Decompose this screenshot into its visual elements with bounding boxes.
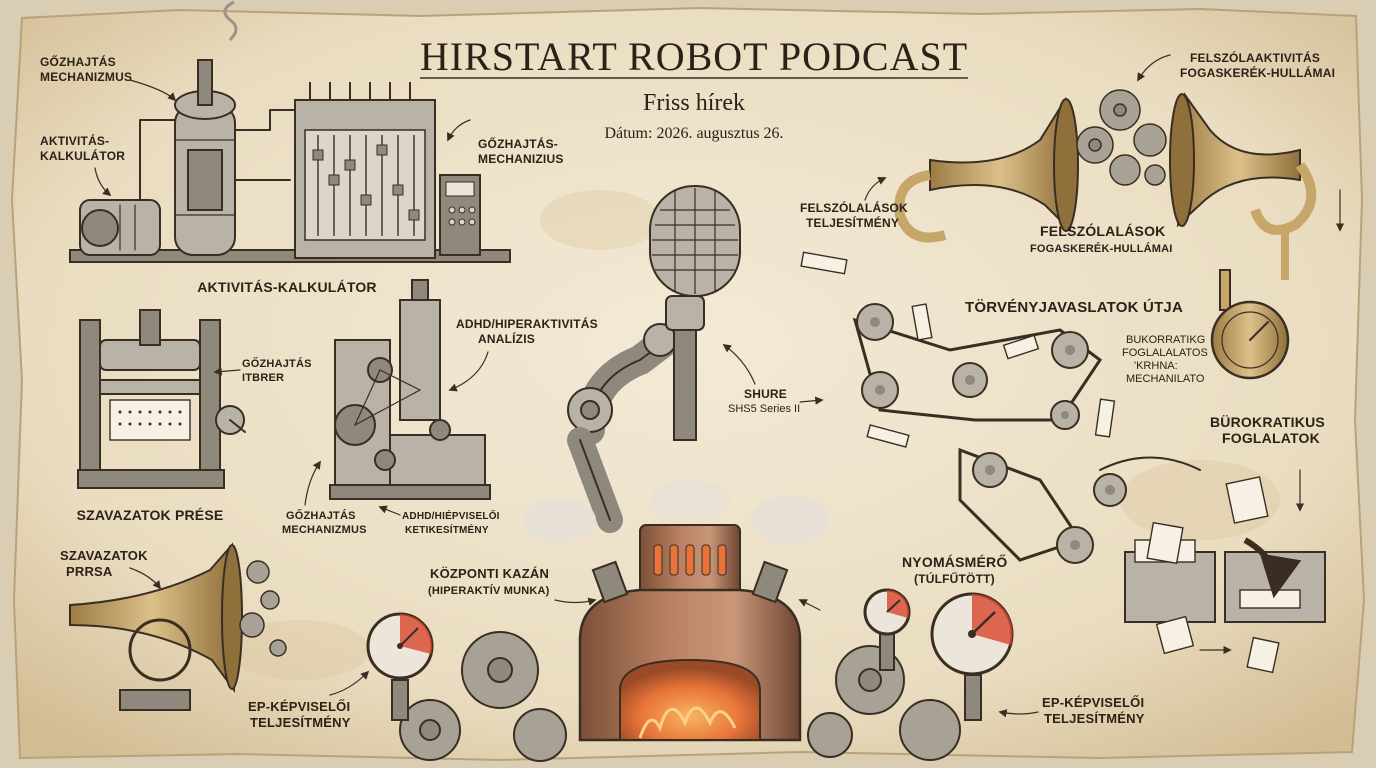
label-steam-mechanism-bl: GŐZHAJTÁS MECHANIZMUS — [282, 509, 367, 536]
conveyor-belt-icon — [852, 303, 1127, 564]
gear-icon — [399, 631, 961, 762]
label-mep-perf-left: EP-KÉPVISELŐI TELJESÍTMÉNY — [248, 699, 354, 730]
gramophone-horn-icon — [894, 92, 1317, 280]
label-steam-mechanism-tl: GŐZHAJTÁS MECHANIZMUS — [40, 54, 132, 84]
robot-arm-icon — [567, 315, 695, 533]
page-title: HIRSTART ROBOT PODCAST — [420, 34, 968, 79]
label-speech-activity-waves: FELSZÓLAAKTIVITÁS FOGASKERÉK-HULLÁMAI — [1180, 50, 1335, 80]
label-adhd-analysis: ADHD/HIPERAKTIVITÁS ANALÍZIS — [456, 316, 601, 346]
label-steam-mechanism-mid: GŐZHAJTÁS- MECHANIZIUS — [478, 136, 564, 166]
label-bill-path: TÖRVÉNYJAVASLATOK ÚTJA — [965, 298, 1183, 316]
paper-sheet-icon — [800, 251, 1116, 448]
lathe-icon — [329, 279, 491, 500]
label-speeches-gear-waves: FELSZÓLALÁSOK FOGASKERÉK-HULLÁMAI — [1030, 222, 1173, 255]
page-date: Dátum: 2026. augusztus 26. — [604, 125, 783, 142]
label-central-boiler: KÖZPONTI KAZÁN (HIPERAKTÍV MUNKA) — [428, 566, 553, 597]
label-mep-perf-right: EP-KÉPVISELŐI TELJESÍTMÉNY — [1042, 695, 1148, 726]
pressure-gauge-icon — [366, 612, 434, 721]
label-bureau-mech: BUKORRATIKG FOGLALALATOS 'KRHNA: MECHANI… — [1122, 334, 1211, 385]
press-machine-icon — [77, 309, 246, 489]
gramophone-horn-icon — [69, 542, 243, 711]
boiler-icon — [524, 480, 830, 742]
gear-icon — [1076, 89, 1167, 186]
boiler-icon-brass — [1210, 269, 1290, 380]
label-activity-calc-tl: AKTIVITÁS- KALKULÁTOR — [40, 133, 125, 163]
label-bureau-ops: BÜROKRATIKUS FOGLALATOK — [1210, 414, 1329, 446]
paper-sheet-icon — [1146, 476, 1280, 674]
label-activity-calculator: AKTIVITÁS-KALKULÁTOR — [197, 279, 377, 295]
steam-engine-icon — [69, 0, 511, 263]
label-adhd-mep-perf: ADHD/HIÉPVISELŐI KETIKESÍTMÉNY — [402, 509, 503, 536]
gear-icon — [239, 560, 287, 657]
header: HIRSTART ROBOT PODCAST Friss hírek Dátum… — [420, 34, 968, 142]
page-subtitle: Friss hírek — [643, 90, 745, 116]
label-vote-prrsa: SZAVAZATOK PRRSA — [60, 548, 152, 579]
label-speeches-perf: FELSZÓLALÁSOK TELJESÍTMÉNY — [800, 200, 911, 230]
label-vote-press: SZAVAZATOK PRÉSE — [77, 507, 224, 523]
microphone-icon — [649, 185, 741, 441]
label-steam-itbrer: GŐZHAJTÁS ITBRER — [242, 357, 315, 384]
label-pressure-gauge: NYOMÁSMÉRŐ (TÚLFŰTÖTT) — [902, 553, 1012, 586]
calculator-machine-icon — [294, 82, 481, 259]
label-mic-series: SHS5 Series II — [728, 403, 800, 415]
pressure-gauge-icon — [863, 588, 1014, 721]
label-mic-model: SHURE — [744, 387, 787, 401]
